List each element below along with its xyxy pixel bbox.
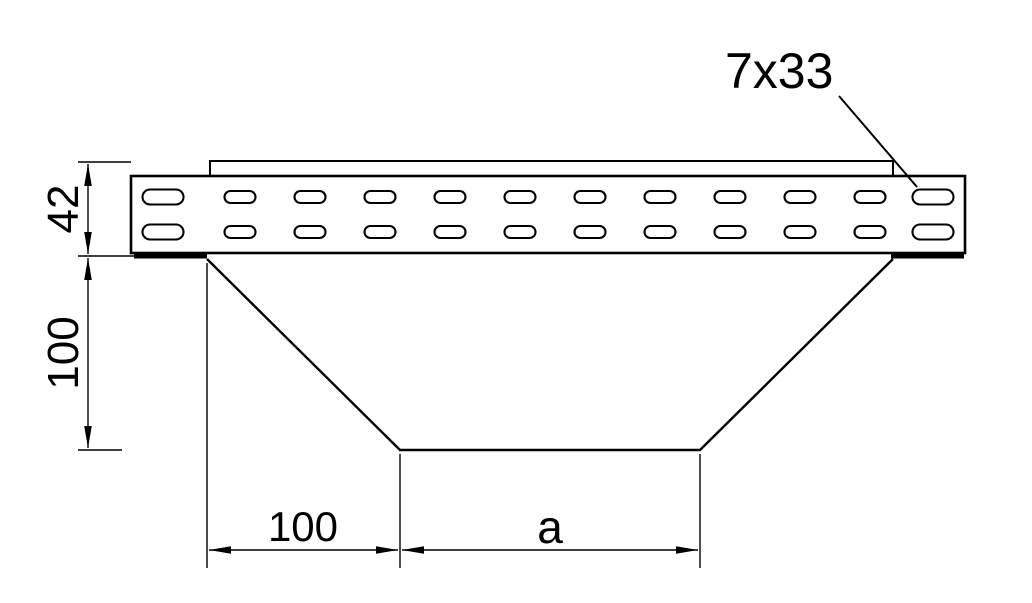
dimensions (78, 95, 918, 568)
cover-plate (209, 160, 894, 177)
slot-hole (363, 224, 397, 240)
slot-hole (911, 188, 955, 206)
slot-hole (363, 189, 397, 205)
dimension-offset-width-label: 100 (268, 503, 338, 550)
slot-hole (713, 189, 747, 205)
slot-hole (713, 224, 747, 240)
slot-hole (783, 189, 817, 205)
slot-hole (643, 224, 677, 240)
slot-hole (783, 224, 817, 240)
callout-leader-line (838, 95, 918, 188)
tray-profile (129, 160, 967, 452)
slot-hole (293, 189, 327, 205)
slot-hole (223, 189, 257, 205)
dimension-funnel-height-label: 100 (39, 316, 88, 389)
slot-hole (503, 224, 537, 240)
slot-size-callout: 7x33 (725, 43, 833, 99)
labels: 42 100 100 a 7x33 (39, 43, 833, 553)
slot-hole (573, 189, 607, 205)
slot-hole (141, 188, 185, 206)
slot-group (141, 188, 955, 241)
slot-hole (433, 224, 467, 240)
dimension-rail-height-label: 42 (39, 185, 88, 234)
slot-hole (293, 224, 327, 240)
slot-hole (643, 189, 677, 205)
slot-hole (853, 224, 887, 240)
slot-hole (223, 224, 257, 240)
dimension-opening-width-label: a (537, 501, 563, 553)
slot-hole (853, 189, 887, 205)
funnel-outline (206, 258, 894, 452)
slot-hole (911, 223, 955, 241)
rail-body (129, 174, 967, 255)
slot-hole (573, 224, 607, 240)
slot-hole (433, 189, 467, 205)
slot-hole (141, 223, 185, 241)
slot-hole (503, 189, 537, 205)
